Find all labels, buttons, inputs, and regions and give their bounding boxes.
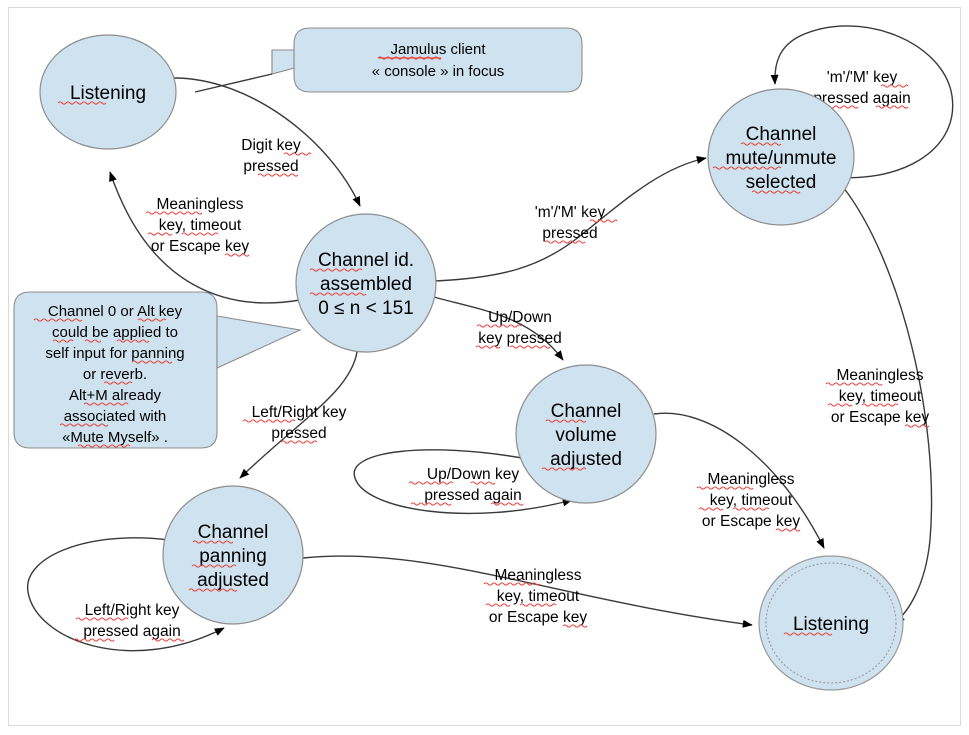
state-listening-final-label: Listening: [793, 614, 869, 635]
edge-label-m-key-line-1: 'm'/'M' key: [535, 204, 606, 221]
transition-m-key-pressed: 'm'/'M' key pressed: [434, 156, 707, 282]
state-panning-line-1: Channel: [198, 522, 269, 543]
transition-m-key-pressed-again: 'm'/'M' key pressed again: [770, 25, 954, 179]
note-alt-line-6: associated with: [64, 408, 167, 425]
state-listening-start[interactable]: Listening: [39, 34, 177, 150]
edge-label-back-listening-line-2: key, timeout: [159, 217, 242, 234]
note-alt-line-3: self input for panning: [45, 345, 184, 362]
edge-label-m-key-line-2: pressed: [542, 225, 597, 242]
state-volume-line-1: Channel: [551, 401, 622, 422]
note-alt-line-7: «Mute Myself» .: [62, 429, 168, 446]
transition-assembled-back-to-listening: Meaningless key, timeout or Escape key: [109, 171, 301, 304]
edge-label-mute-listening-line-1: Meaningless: [836, 367, 923, 384]
state-assembled-line-2: assembled: [320, 274, 412, 295]
note-console-line-2: « console » in focus: [372, 63, 505, 80]
edge-label-leftright-line-1: Left/Right key: [252, 404, 347, 421]
note-alt-line-1: Channel 0 or Alt key: [48, 303, 183, 320]
state-assembled-line-1: Channel id.: [318, 250, 414, 271]
edge-label-pan-listening-line-2: key, timeout: [497, 588, 580, 605]
edge-label-updown-again-line-2: pressed again: [424, 487, 521, 504]
state-listening-final[interactable]: Listening: [758, 555, 904, 691]
transition-left-right-key-pressed: Left/Right key pressed: [239, 351, 358, 479]
edge-label-m-again-line-1: 'm'/'M' key: [827, 69, 898, 86]
state-listening-start-label: Listening: [70, 83, 146, 104]
edge-label-leftright-again-line-2: pressed again: [83, 623, 180, 640]
transition-panning-to-listening: Meaningless key, timeout or Escape key: [302, 555, 753, 628]
state-mute-line-3: selected: [746, 172, 817, 193]
note-alt-line-4: or reverb.: [83, 366, 147, 383]
edge-label-leftright-again-line-1: Left/Right key: [85, 602, 180, 619]
transition-up-down-key-pressed: Up/Down key pressed: [429, 295, 564, 361]
transition-left-right-key-pressed-again: Left/Right key pressed again: [27, 537, 225, 652]
state-panning-line-3: adjusted: [197, 570, 269, 591]
edge-label-back-listening-line-3: or Escape key: [151, 238, 249, 255]
transition-mute-to-listening: Meaningless key, timeout or Escape key: [825, 186, 933, 623]
edge-label-updown-again-line-1: Up/Down key: [427, 466, 519, 483]
transition-volume-to-listening: Meaningless key, timeout or Escape key: [653, 412, 825, 549]
transition-digit-key-pressed: Digit key pressed: [173, 77, 361, 207]
edge-label-back-listening-line-1: Meaningless: [156, 196, 243, 213]
state-volume-line-2: volume: [555, 425, 616, 446]
edge-label-m-again-line-2: pressed again: [813, 90, 910, 107]
edge-label-vol-listening-line-3: or Escape key: [702, 513, 800, 530]
note-channel-zero-alt-key: Channel 0 or Alt key could be applied to…: [13, 291, 302, 449]
edge-label-pan-listening-line-1: Meaningless: [494, 567, 581, 584]
edge-label-mute-listening-line-3: or Escape key: [831, 409, 929, 426]
state-volume-line-3: adjusted: [550, 449, 622, 470]
state-channel-mute-unmute-selected[interactable]: Channel mute/unmute selected: [707, 88, 855, 226]
state-channel-id-assembled[interactable]: Channel id. assembled 0 ≤ n < 151: [295, 213, 437, 353]
edge-label-pan-listening-line-3: or Escape key: [489, 609, 587, 626]
edge-label-digit-key-line-1: Digit key: [241, 137, 301, 154]
state-mute-line-1: Channel: [746, 124, 817, 145]
state-assembled-line-3: 0 ≤ n < 151: [318, 298, 413, 319]
state-mute-line-2: mute/unmute: [726, 148, 837, 169]
edge-label-updown-line-1: Up/Down: [488, 309, 552, 326]
edge-label-updown-line-2: key pressed: [478, 330, 562, 347]
state-channel-panning-adjusted[interactable]: Channel panning adjusted: [162, 485, 304, 625]
note-console-line-1: Jamulus client: [390, 41, 486, 58]
note-alt-line-5: Alt+M already: [69, 387, 162, 404]
note-console-in-focus: Jamulus client « console » in focus: [194, 27, 583, 93]
state-panning-line-2: panning: [199, 546, 267, 567]
note-alt-line-2: could be applied to: [52, 324, 178, 341]
edge-label-mute-listening-line-2: key, timeout: [839, 388, 922, 405]
edge-label-leftright-line-2: pressed: [271, 425, 326, 442]
edge-label-vol-listening-line-2: key, timeout: [710, 492, 793, 509]
edge-label-vol-listening-line-1: Meaningless: [707, 471, 794, 488]
edge-label-digit-key-line-2: pressed: [243, 158, 298, 175]
state-channel-volume-adjusted[interactable]: Channel volume adjusted: [515, 364, 657, 504]
transition-up-down-key-pressed-again: Up/Down key pressed again: [353, 449, 573, 515]
